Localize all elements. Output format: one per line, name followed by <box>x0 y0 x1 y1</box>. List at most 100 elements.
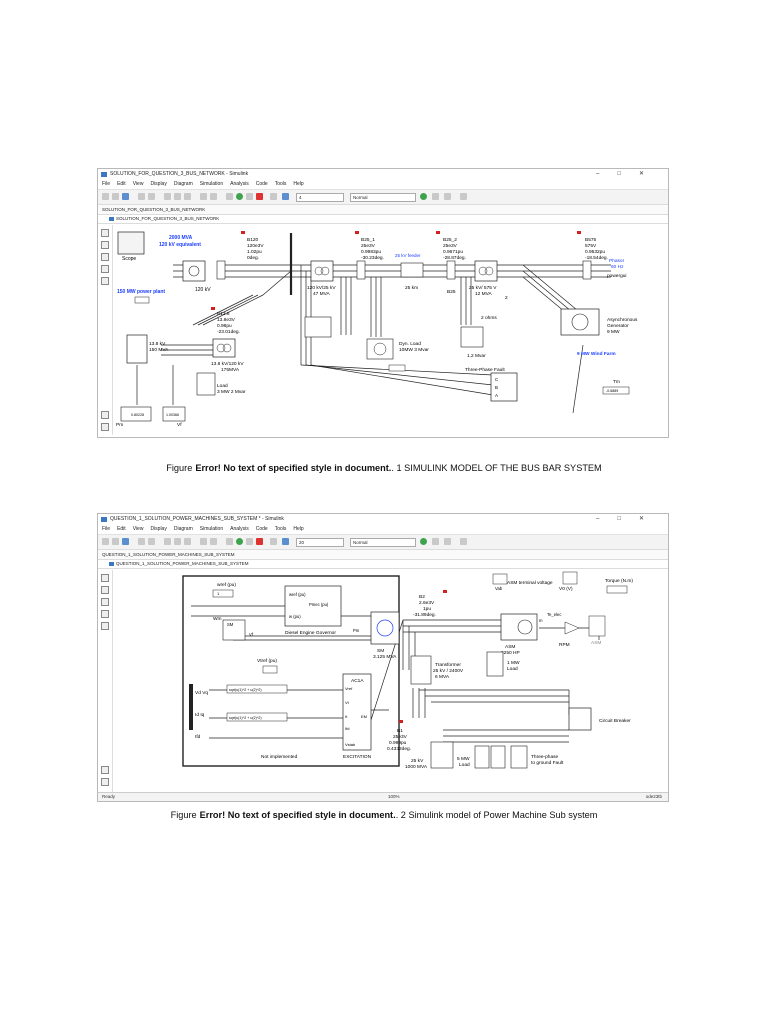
stop-icon[interactable] <box>256 538 263 545</box>
magnitude-fcn-block-1[interactable] <box>226 684 288 694</box>
record-icon[interactable] <box>270 193 277 200</box>
step-back-icon[interactable] <box>226 538 233 545</box>
menu-analysis[interactable]: Analysis <box>230 181 249 187</box>
menu-edit[interactable]: Edit <box>117 526 126 532</box>
address-bar[interactable]: QUESTION_1_SOLUTION_POWER_MACHINES_SUB_S… <box>98 560 668 569</box>
menu-analysis[interactable]: Analysis <box>230 526 249 532</box>
menu-simulation[interactable]: Simulation <box>199 181 224 187</box>
asm-scope-block[interactable] <box>588 615 606 637</box>
model-config-icon[interactable] <box>210 193 217 200</box>
back-icon[interactable] <box>164 538 171 545</box>
model-tab[interactable]: QUESTION_1_SOLUTION_POWER_MACHINES_SUB_S… <box>98 550 668 560</box>
capacitor-bank-block[interactable] <box>460 326 484 348</box>
address-bar[interactable]: SOLUTION_FOR_QUESTION_3_BUS_NETWORK <box>98 215 668 224</box>
step-back-icon[interactable] <box>226 193 233 200</box>
menu-code[interactable]: Code <box>255 526 268 532</box>
source-120kv-block[interactable] <box>182 260 206 282</box>
vf-display-block[interactable] <box>162 406 186 422</box>
dyn-load-measure-block[interactable] <box>388 364 406 372</box>
fit-view-icon[interactable] <box>101 586 109 594</box>
model-advisor-icon[interactable] <box>420 193 427 200</box>
stop-icon[interactable] <box>256 193 263 200</box>
undo-icon[interactable] <box>138 193 145 200</box>
transformer-120-25-block[interactable] <box>310 260 334 282</box>
back-icon[interactable] <box>164 193 171 200</box>
menu-file[interactable]: File <box>102 181 111 187</box>
wref-constant-block[interactable] <box>212 589 234 598</box>
image-icon[interactable] <box>101 622 109 630</box>
build-icon[interactable] <box>432 193 439 200</box>
menu-help[interactable]: Help <box>293 181 304 187</box>
redo-icon[interactable] <box>148 193 155 200</box>
explorer-icon[interactable] <box>101 411 109 419</box>
data-inspector-icon[interactable] <box>282 538 289 545</box>
three-phase-fault-block[interactable] <box>490 372 518 402</box>
arrow-icon[interactable] <box>101 598 109 606</box>
redo-icon[interactable] <box>148 538 155 545</box>
run-icon[interactable] <box>236 193 243 200</box>
sim-mode-select[interactable]: Normal <box>350 538 416 547</box>
plant-measure-block[interactable] <box>134 296 150 304</box>
menu-display[interactable]: Display <box>150 181 167 187</box>
collapse-icon[interactable] <box>101 778 109 786</box>
menu-view[interactable]: View <box>132 526 144 532</box>
powergui-label[interactable]: powergui <box>607 273 626 279</box>
save-icon[interactable] <box>122 193 129 200</box>
menu-simulation[interactable]: Simulation <box>199 526 224 532</box>
undo-icon[interactable] <box>138 538 145 545</box>
save-icon[interactable] <box>122 538 129 545</box>
new-model-icon[interactable] <box>102 538 109 545</box>
annotation-icon[interactable] <box>101 610 109 618</box>
step-forward-icon[interactable] <box>246 538 253 545</box>
async-generator-block[interactable] <box>560 308 600 336</box>
three-phase-fault-block[interactable] <box>510 745 528 769</box>
new-model-icon[interactable] <box>102 193 109 200</box>
transformer-block[interactable] <box>410 655 432 685</box>
open-icon[interactable] <box>112 193 119 200</box>
tm-constant-block[interactable] <box>602 386 630 395</box>
data-inspector-icon[interactable] <box>282 193 289 200</box>
scope-block[interactable] <box>117 231 145 255</box>
menu-code[interactable]: Code <box>255 181 268 187</box>
model-tab[interactable]: SOLUTION_FOR_QUESTION_3_BUS_NETWORK <box>98 205 668 215</box>
v0-scope-block[interactable] <box>562 571 578 585</box>
model-config-icon[interactable] <box>210 538 217 545</box>
rpm-gain-block[interactable] <box>564 621 580 635</box>
debug-icon[interactable] <box>444 538 451 545</box>
dyn-load-control-block[interactable] <box>304 316 332 338</box>
menu-edit[interactable]: Edit <box>117 181 126 187</box>
vtref-constant-block[interactable] <box>262 665 278 674</box>
load-5mw-block-1[interactable] <box>474 745 490 769</box>
build-icon[interactable] <box>432 538 439 545</box>
library-icon[interactable] <box>200 193 207 200</box>
explorer-icon[interactable] <box>101 766 109 774</box>
load-5mw-block-2[interactable] <box>490 745 506 769</box>
menu-display[interactable]: Display <box>150 526 167 532</box>
load-3mw-block[interactable] <box>196 372 216 396</box>
menu-diagram[interactable]: Diagram <box>173 526 193 532</box>
bus-b25-1-block[interactable] <box>356 260 366 280</box>
bus-b575-block[interactable] <box>582 260 592 280</box>
library-icon[interactable] <box>200 538 207 545</box>
menu-tools[interactable]: Tools <box>274 181 287 187</box>
up-icon[interactable] <box>184 193 191 200</box>
image-icon[interactable] <box>101 277 109 285</box>
zoom-icon[interactable] <box>101 229 109 237</box>
bus-b25-block[interactable] <box>446 260 456 280</box>
asm-block[interactable] <box>500 613 538 641</box>
collapse-icon[interactable] <box>101 423 109 431</box>
open-icon[interactable] <box>112 538 119 545</box>
window-controls[interactable]: –□✕ <box>596 171 662 177</box>
load-1mw-block[interactable] <box>486 651 504 677</box>
transformer-13-8-120-block[interactable] <box>212 338 236 358</box>
synchronous-machine-block[interactable] <box>370 611 400 645</box>
stop-time-field[interactable]: 20 <box>296 538 344 547</box>
torque-constant-block[interactable] <box>606 585 628 594</box>
record-icon[interactable] <box>270 538 277 545</box>
line-25km-block[interactable] <box>400 262 424 278</box>
generator-block[interactable] <box>126 334 148 364</box>
magnitude-fcn-block-2[interactable] <box>226 712 288 722</box>
diesel-governor-block[interactable] <box>284 585 342 627</box>
circuit-breaker-block[interactable] <box>568 707 592 731</box>
sm-measure-block[interactable] <box>222 619 246 641</box>
